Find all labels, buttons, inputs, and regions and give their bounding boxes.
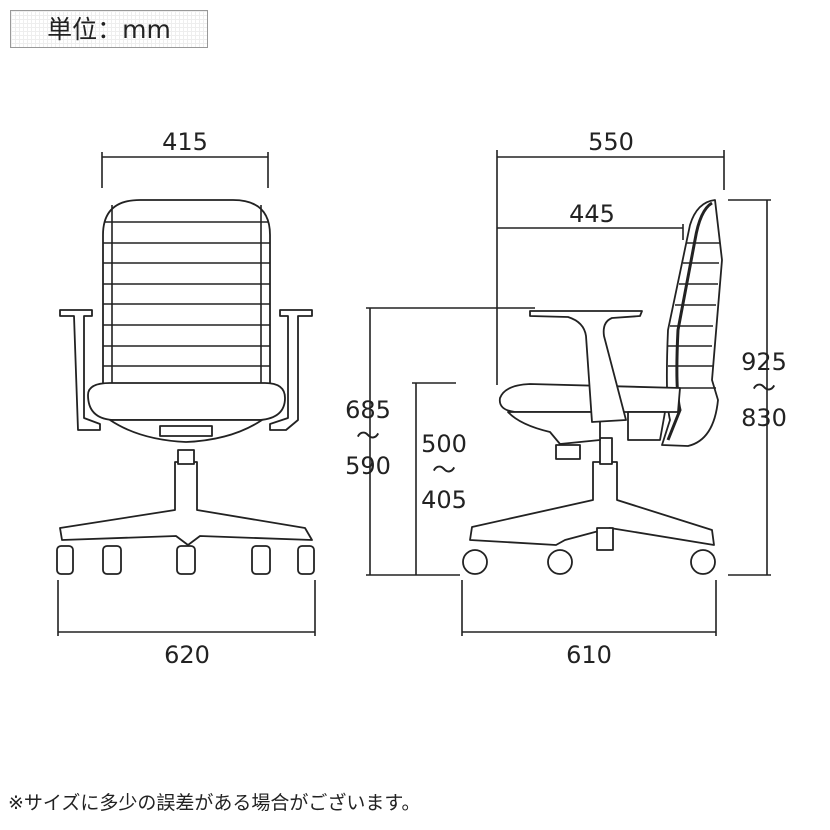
dim-height-total-max: 925: [741, 348, 787, 376]
front-casters: [56, 545, 315, 575]
dimension-lines: [57, 150, 771, 636]
dim-side-depth-base: 610: [566, 641, 612, 669]
range-mark: ～: [356, 422, 380, 450]
dim-armrest-height-max: 685: [345, 396, 391, 424]
dim-seat-height-max: 500: [421, 430, 467, 458]
front-view-chair: [56, 199, 315, 575]
footnote: ※サイズに多少の誤差がある場合がございます。: [8, 792, 421, 814]
dim-height-total-min: 830: [741, 404, 787, 432]
range-mark: ～: [752, 374, 776, 402]
unit-label: 単位：mm: [10, 10, 208, 48]
dim-side-depth-seat: 445: [569, 200, 615, 228]
dim-armrest-height-min: 590: [345, 452, 391, 480]
dim-front-width-top: 415: [162, 128, 208, 156]
dim-side-depth-total: 550: [588, 128, 634, 156]
dim-front-width-base: 620: [164, 641, 210, 669]
side-casters: [462, 549, 716, 575]
side-view-chair: [462, 199, 723, 575]
dim-seat-height-min: 405: [421, 486, 467, 514]
range-mark: ～: [432, 456, 456, 484]
